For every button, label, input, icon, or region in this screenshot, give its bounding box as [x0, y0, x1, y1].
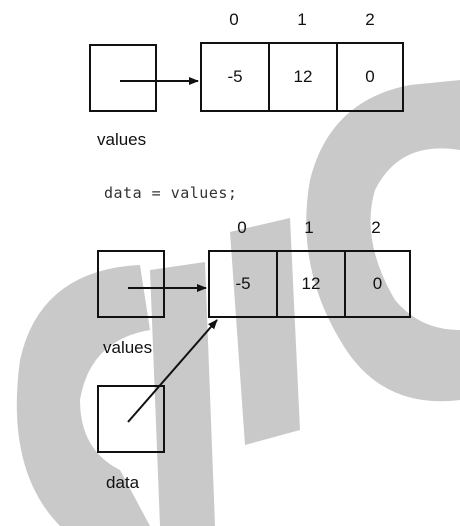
reference-box-data	[97, 385, 165, 453]
index-label-2: 2	[371, 218, 381, 237]
index-label-2: 2	[365, 10, 375, 29]
reference-box-values	[97, 250, 165, 318]
variable-label-data: data	[106, 473, 140, 492]
index-label-1: 1	[297, 10, 307, 29]
reference-box-values	[89, 44, 157, 112]
code-assignment: data = values;	[104, 184, 238, 202]
array-cell-2: 0	[344, 250, 411, 318]
index-label-1: 1	[304, 218, 314, 237]
arrow-data-to-array	[127, 319, 218, 423]
index-label-0: 0	[237, 218, 247, 237]
array-cell-2: 0	[336, 42, 404, 112]
index-label-0: 0	[229, 10, 239, 29]
variable-label-values: values	[97, 130, 147, 149]
variable-label-values: values	[103, 338, 153, 357]
